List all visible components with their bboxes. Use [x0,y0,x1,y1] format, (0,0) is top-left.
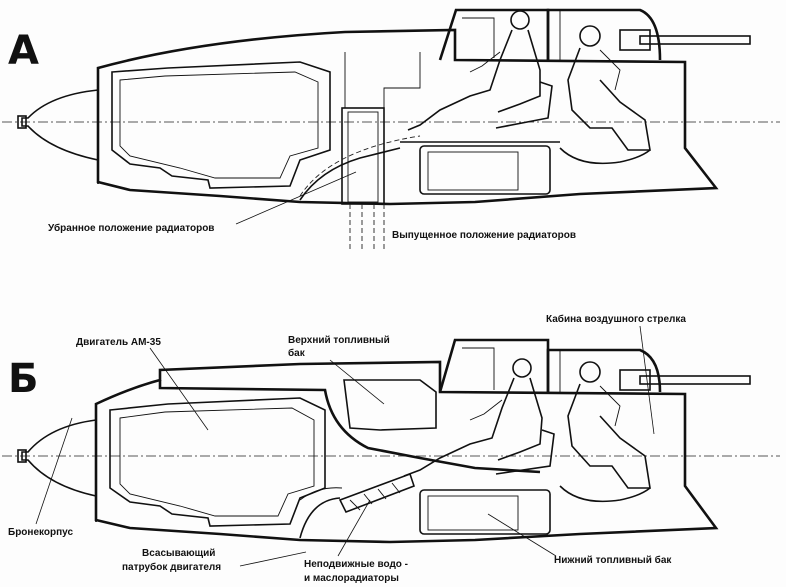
panel-b-label-radiators-2: и маслорадиаторы [304,573,399,584]
panel-b-spinner [21,419,97,497]
panel-b-seat [495,429,555,475]
panel-a-engine [111,61,331,189]
panel-b-pilot-head [512,358,532,378]
panel-a-gun-mount [619,29,651,51]
panel-b-label-upper-tank-2: бак [288,347,306,359]
panel-b-gunner-body [567,383,651,489]
panel-b-intake [299,497,341,539]
panel-b-radiators [338,472,416,514]
panel-b-radiator-hatch-1 [349,499,361,511]
panel-b: Б [2,313,780,584]
panel-a-label-extended: Выпущенное положение радиаторов [392,230,576,241]
panel-b-leader-armor [35,417,73,525]
panel-b-upper-tank [343,379,437,431]
panel-b-label-intake-1: Всасывающий [142,548,215,559]
panel-b-leader-intake [239,551,307,567]
panel-b-engine [109,397,326,527]
panel-a-fuselage-outline [96,28,719,206]
panel-b-pilot-arm [469,399,503,421]
panel-b-armor-curve [158,380,541,474]
panel-b-engine-inner [119,407,315,517]
panel-a-label-retracted: Убранное положение радиаторов [48,222,214,234]
panel-a-radiator-inner [347,111,379,203]
panel-b-lower-tank-inner [427,495,519,531]
panel-b-label-engine: Двигатель АМ-35 [76,337,161,348]
panel-a-lower-tank-inner [427,151,519,191]
panel-b-spinner-tip [17,449,27,463]
panel-a-gunner-canopy [546,8,662,61]
panel-a-machine-gun [639,35,751,45]
panel-b-leader-radiators [337,499,371,557]
panel-a-canopy-frame [462,17,495,58]
panel-b-label-upper-tank-1: Верхний топливный [288,335,390,346]
panel-b-gunner-arm [599,385,621,427]
panel-b-fuselage-outline [94,360,719,544]
panel-a-letter: А [8,28,39,74]
panel-b-leader-upper-tank [329,359,385,405]
panel-a-pilot-back [497,29,541,113]
panel-a-pilot-head [510,10,530,30]
panel-a-seat [495,81,553,129]
panel-a-spinner [21,89,99,161]
panel-a-gunner-head [579,25,601,47]
panel-b-canopy-frame [462,347,495,390]
panel-b-leader-gunner-cabin [639,325,655,435]
panel-b-radiator-hatch-2 [363,493,373,505]
panel-b-gunner-canopy [546,348,662,393]
panel-b-gunner-legs [559,485,651,503]
panel-b-label-intake-2: патрубок двигателя [122,561,221,573]
panel-a: А [2,8,780,252]
panel-a-intake [299,147,401,201]
panel-b-lower-tank [419,489,551,535]
panel-b-letter: Б [8,356,39,402]
panel-b-gun-mount [619,369,651,391]
panel-b-pilot-body [403,377,515,477]
panel-b-leader-engine [149,347,209,431]
panel-b-gunner-head [579,361,601,383]
panel-a-leader-retracted [235,171,357,225]
panel-a-upper-tank [344,52,421,109]
panel-a-pilot-body [407,29,513,131]
panel-a-engine-inner [119,71,319,179]
panel-b-label-armor: Бронекорпус [8,527,73,538]
panel-a-pilot-arm [469,51,501,73]
panel-b-machine-gun [639,375,751,385]
panel-a-gunner-body [567,47,651,151]
panel-b-label-gunner-cabin: Кабина воздушного стрелка [546,313,686,325]
panel-b-label-lower-tank: Нижний топливный бак [554,554,672,566]
panel-a-gunner-legs [559,147,651,165]
panel-a-gunner-arm [599,49,621,91]
panel-b-leader-lower-tank [487,513,557,557]
panel-b-pilot-back [497,377,543,461]
panel-b-radiator-hatch-4 [391,482,401,494]
panel-a-spinner-tip [17,115,27,129]
panel-a-intake-dashed [299,135,421,197]
panel-a-lower-tank [419,145,551,195]
panel-b-intake-upper [299,487,343,501]
panel-b-label-radiators-1: Неподвижные водо - [304,559,408,570]
panel-b-radiator-hatch-3 [377,488,387,500]
